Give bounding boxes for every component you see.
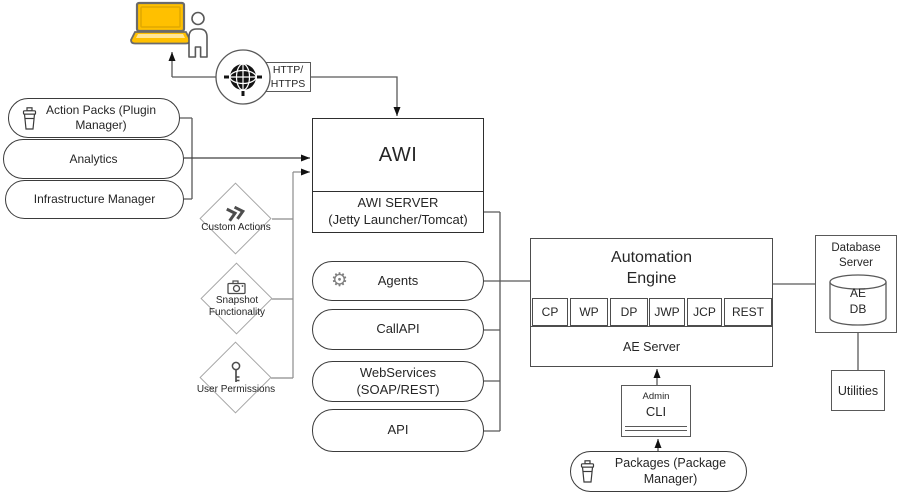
process-cell-wp: WP bbox=[570, 298, 608, 326]
snapshot-content: Snapshot Functionality bbox=[192, 272, 282, 326]
package-icon bbox=[22, 107, 37, 130]
action-packs-label: Action Packs (Plugin Manager) bbox=[45, 103, 157, 132]
awi-box: AWI AWI SERVER (Jetty Launcher/Tomcat) bbox=[312, 118, 484, 233]
action-packs-box: Action Packs (Plugin Manager) bbox=[8, 98, 180, 138]
laptop-icon bbox=[130, 1, 191, 45]
agents-label: Agents bbox=[377, 272, 419, 288]
ae-db-label: AE DB bbox=[849, 286, 867, 316]
callapi-label: CallAPI bbox=[376, 321, 420, 337]
custom-actions-label: Custom Actions bbox=[201, 222, 271, 233]
packages-box: Packages (Package Manager) bbox=[570, 451, 747, 492]
process-cell-jcp: JCP bbox=[687, 298, 722, 326]
key-icon bbox=[231, 361, 241, 382]
process-cell-rest: REST bbox=[724, 298, 772, 326]
awi-title: AWI bbox=[378, 143, 418, 166]
user-permissions-label: User Permissions bbox=[196, 383, 276, 395]
cli-label: CLI bbox=[645, 404, 667, 419]
api-box: API bbox=[312, 409, 484, 452]
cli-box: Admin CLI bbox=[621, 385, 691, 437]
user-icon bbox=[188, 11, 208, 58]
process-cell-jwp: JWP bbox=[649, 298, 685, 326]
process-cell-dp: DP bbox=[610, 298, 648, 326]
awi-server-label: AWI SERVER (Jetty Launcher/Tomcat) bbox=[313, 191, 483, 232]
webservices-label: WebServices (SOAP/REST) bbox=[356, 365, 440, 397]
user-permissions-content: User Permissions bbox=[191, 354, 281, 402]
infrastructure-manager-label: Infrastructure Manager bbox=[33, 192, 156, 206]
camera-icon bbox=[227, 279, 246, 294]
custom-actions-content: Custom Actions bbox=[191, 194, 281, 244]
process-row: CP WP DP JWP JCP REST bbox=[531, 298, 772, 326]
utilities-label: Utilities bbox=[837, 383, 879, 398]
protocol-label: HTTP/ HTTPS bbox=[270, 63, 306, 90]
package-icon bbox=[580, 460, 595, 483]
utilities-box: Utilities bbox=[831, 370, 885, 411]
callapi-box: CallAPI bbox=[312, 309, 484, 350]
snapshot-label: Snapshot Functionality bbox=[208, 294, 266, 318]
automation-engine-box: Automation Engine CP WP DP JWP JCP REST … bbox=[530, 238, 773, 367]
cli-divider-line bbox=[625, 430, 687, 431]
cli-divider-line bbox=[625, 426, 687, 427]
infrastructure-manager-box: Infrastructure Manager bbox=[5, 180, 184, 219]
analytics-label: Analytics bbox=[69, 151, 118, 166]
database-cylinder-icon bbox=[829, 274, 887, 326]
automation-engine-title: Automation Engine bbox=[611, 248, 692, 287]
ae-server-label: AE Server bbox=[531, 326, 772, 366]
agents-box: ⚙ Agents bbox=[312, 261, 484, 301]
webservices-box: WebServices (SOAP/REST) bbox=[312, 361, 484, 402]
packages-label: Packages (Package Manager) bbox=[614, 455, 727, 486]
gear-icon: ⚙ bbox=[331, 270, 349, 291]
cli-admin-label: Admin bbox=[642, 391, 670, 402]
analytics-box: Analytics bbox=[3, 139, 184, 179]
globe-icon bbox=[215, 49, 271, 105]
database-server-label: Database Server bbox=[831, 242, 881, 269]
api-label: API bbox=[387, 422, 409, 438]
process-cell-cp: CP bbox=[532, 298, 568, 326]
double-chevron-icon bbox=[226, 205, 246, 222]
